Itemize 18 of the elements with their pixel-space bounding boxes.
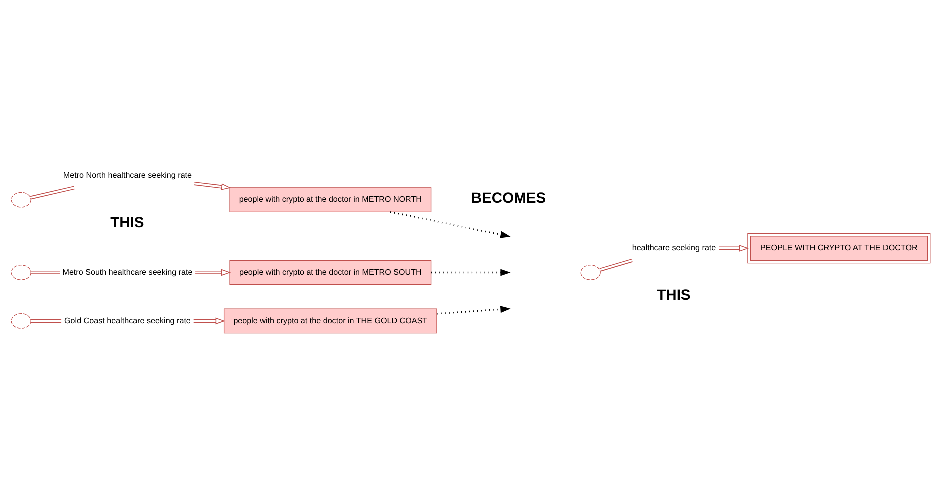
arrow bbox=[431, 269, 511, 276]
connector bbox=[30, 186, 76, 200]
label: THIS bbox=[657, 288, 691, 304]
node-cloud bbox=[11, 313, 32, 329]
node-cloud bbox=[580, 264, 601, 280]
arrow bbox=[437, 306, 511, 315]
arrow bbox=[390, 211, 511, 238]
arrow bbox=[195, 269, 232, 276]
arrow bbox=[718, 245, 750, 252]
connector bbox=[30, 270, 60, 274]
label: THIS bbox=[110, 215, 144, 232]
connector bbox=[30, 319, 62, 323]
node-cloud bbox=[11, 264, 32, 280]
node-cloud bbox=[11, 192, 32, 208]
arrow bbox=[194, 182, 232, 190]
arrow bbox=[193, 318, 226, 325]
connector bbox=[599, 258, 634, 272]
label: BECOMES bbox=[471, 191, 546, 208]
